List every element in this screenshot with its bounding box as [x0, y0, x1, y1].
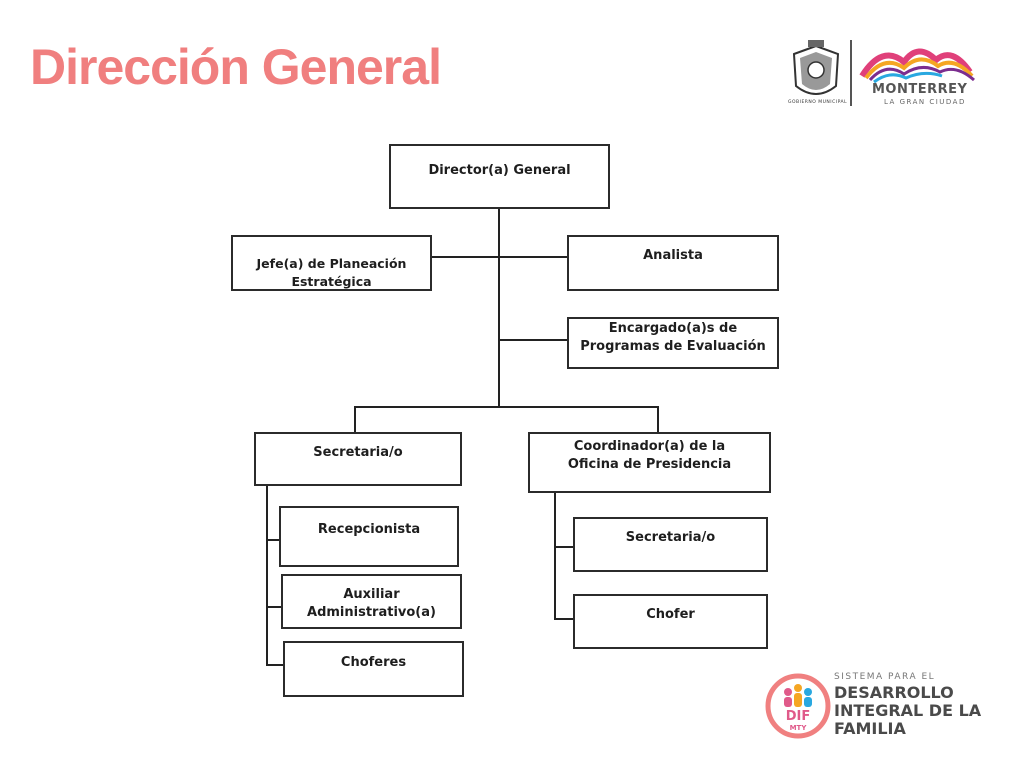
coordinador-label-line2: Oficina de Presidencia	[567, 457, 732, 472]
monterrey-name: MONTERREY	[872, 82, 968, 97]
dif-logo: DIF MTY	[765, 673, 831, 739]
box-encargado: Encargado(a)s de Programas de Evaluación	[567, 317, 779, 369]
coordinador-label-line1: Coordinador(a) de la	[573, 439, 726, 454]
dif-mark: DIF	[786, 709, 811, 724]
connector-director-trunk	[498, 208, 500, 408]
box-analista: Analista	[567, 235, 779, 291]
municipal-logos	[792, 40, 975, 106]
monterrey-logo-icon	[859, 48, 975, 84]
page-title: Dirección General	[30, 39, 442, 95]
box-secretaria-left: Secretaria/o	[254, 432, 462, 486]
connector-recepcionista	[266, 539, 280, 541]
box-director-general: Director(a) General	[389, 144, 610, 209]
box-jefe-planeacion: Jefe(a) de Planeación Estratégica	[231, 235, 432, 291]
connector-auxiliar	[266, 606, 282, 608]
box-chofer: Chofer	[573, 594, 768, 649]
chofer-label: Chofer	[646, 607, 695, 622]
connector-left-trunk	[266, 485, 268, 666]
dif-name: DESARROLLO INTEGRAL DE LA FAMILIA	[834, 684, 981, 738]
auxiliar-label: Auxiliar Administrativo(a)	[307, 587, 436, 620]
connector-analista	[498, 256, 568, 258]
municipal-caption: GOBIERNO MUNICIPAL	[788, 100, 848, 105]
box-choferes: Choferes	[283, 641, 464, 697]
connector-coordinador-drop	[657, 406, 659, 434]
connector-jefe	[431, 256, 499, 258]
jefe-planeacion-label: Jefe(a) de Planeación Estratégica	[256, 256, 407, 289]
city-seal-icon	[792, 40, 840, 95]
box-secretaria-right: Secretaria/o	[573, 517, 768, 572]
connector-secretaria-right	[554, 546, 574, 548]
dif-emblem-icon: DIF MTY	[765, 673, 831, 739]
dif-small-text: SISTEMA PARA EL	[834, 672, 936, 682]
secretaria-right-label: Secretaria/o	[625, 530, 716, 545]
connector-encargado	[498, 339, 568, 341]
director-label: Director(a) General	[428, 163, 571, 178]
box-recepcionista: Recepcionista	[279, 506, 459, 567]
choferes-label: Choferes	[340, 655, 407, 670]
encargado-label-line1: Encargado(a)s de	[608, 321, 738, 336]
dif-name-line1: DESARROLLO	[834, 683, 954, 702]
dif-name-line2: INTEGRAL DE LA	[834, 701, 982, 720]
analista-label: Analista	[643, 248, 703, 263]
logo-divider	[850, 40, 852, 106]
encargado-label-line2: Programas de Evaluación	[580, 339, 766, 354]
recepcionista-label: Recepcionista	[317, 522, 421, 537]
secretaria-left-label: Secretaria/o	[313, 445, 403, 460]
connector-chofer	[554, 618, 574, 620]
connector-right-trunk	[554, 492, 556, 619]
connector-choferes	[266, 664, 284, 666]
dif-mark-sub: MTY	[790, 724, 808, 732]
box-auxiliar: Auxiliar Administrativo(a)	[281, 574, 462, 629]
connector-secretaria-drop	[354, 406, 356, 434]
dif-name-line3: FAMILIA	[834, 719, 906, 738]
monterrey-tagline: LA GRAN CIUDAD	[884, 98, 966, 106]
connector-split-horizontal	[354, 406, 659, 408]
box-coordinador: Coordinador(a) de la Oficina de Presiden…	[528, 432, 771, 493]
